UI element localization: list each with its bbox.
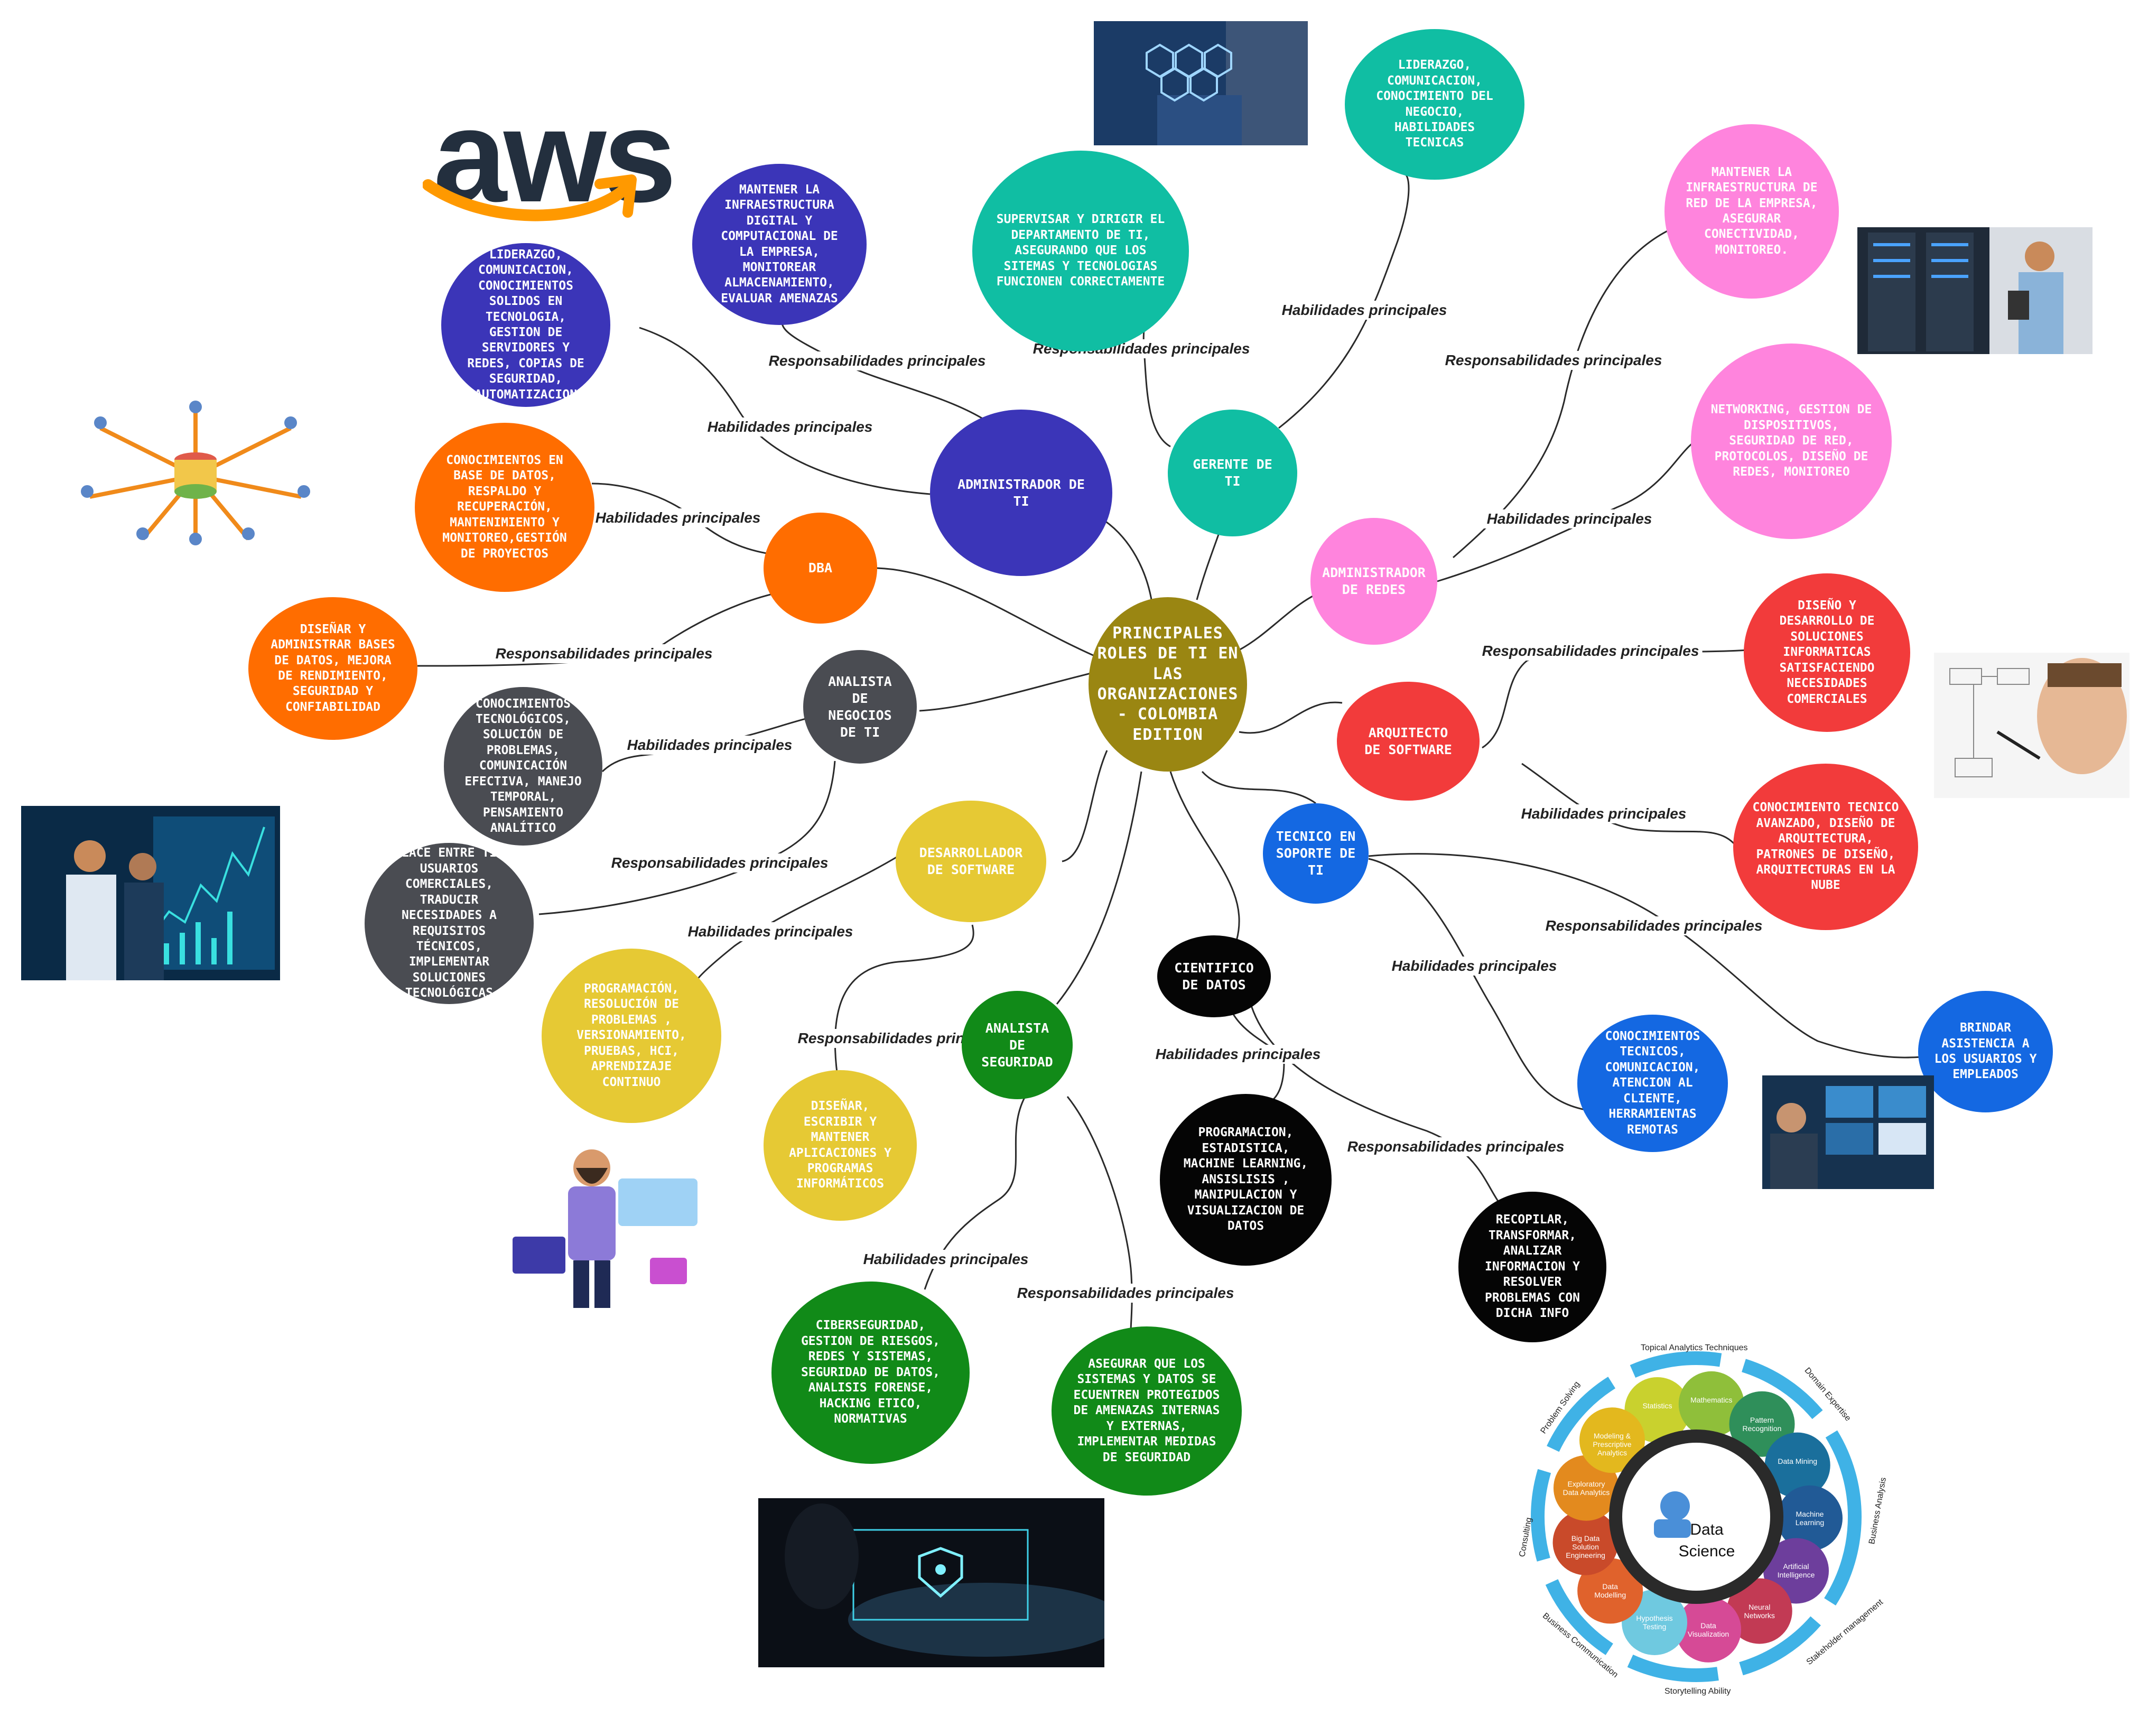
architect-drawing-image bbox=[1934, 653, 2129, 798]
gerente-responsibilities: Supervisar y dirigir el departamento de … bbox=[972, 151, 1189, 351]
admin-responsibilities: Mantener la infraestructura digital y co… bbox=[692, 164, 867, 325]
cient-skills: Programacion, estadistica, machine learn… bbox=[1160, 1094, 1332, 1266]
link-center-dba bbox=[877, 567, 1100, 659]
ds-segment-ball bbox=[1676, 1596, 1742, 1663]
seg-skills: Ciberseguridad, gestion de riesgos, rede… bbox=[771, 1282, 970, 1464]
link-center-cientifico bbox=[1169, 771, 1240, 941]
support-operators-image bbox=[1762, 1075, 1934, 1189]
role-arquitecto-software[interactable]: Arquitecto de software bbox=[1337, 682, 1480, 801]
edge-label-admin-resp: Responsabilidades principales bbox=[765, 351, 989, 370]
role-analista-seguridad[interactable]: Analista de seguridad bbox=[962, 991, 1073, 1099]
edge-label-neg-resp: Responsabilidades principales bbox=[608, 853, 832, 872]
ds-segment-label: Big Data Solution Engineering bbox=[1566, 1534, 1605, 1559]
link-center-admin bbox=[1104, 519, 1153, 603]
redes-skills: Networking, gestion de dispositivos, seg… bbox=[1691, 344, 1892, 539]
ds-segment-label: Artificial Intelligence bbox=[1777, 1562, 1815, 1580]
edge-label-cient-resp: Responsabilidades principales bbox=[1344, 1137, 1568, 1156]
arq-responsibilities: Diseño y desarrollo de soluciones inform… bbox=[1744, 573, 1910, 732]
neg-skills: Conocimientos tecnológicos, solución de … bbox=[444, 687, 602, 846]
soporte-skills: Conocimientos tecnicos, comunicacion, at… bbox=[1577, 1015, 1728, 1152]
ds-segment-label: Machine Learning bbox=[1795, 1509, 1825, 1527]
redes-responsibilities: Mantener la infraestructura de red de la… bbox=[1664, 124, 1839, 299]
edge-label-dba-skills: Habilidades principales bbox=[592, 508, 764, 527]
edge-label-redes-skills: Habilidades principales bbox=[1483, 509, 1656, 528]
cybersecurity-image bbox=[758, 1498, 1104, 1667]
ds-segment-ball bbox=[1777, 1485, 1843, 1551]
ds-outer-4: Storytelling Ability bbox=[1664, 1687, 1731, 1696]
edge-label-arq-skills: Habilidades principales bbox=[1518, 804, 1690, 823]
role-dba[interactable]: DBA bbox=[764, 513, 877, 624]
ds-segment-label: Pattern Recognition bbox=[1742, 1415, 1782, 1433]
ds-outer-0: Topical Analytics Techniques bbox=[1641, 1343, 1748, 1352]
data-science-wheel: Data Science Topical Analytics Technique… bbox=[1501, 1332, 1908, 1702]
ds-segment-label: Modeling & Prescriptive Analytics bbox=[1593, 1432, 1632, 1458]
ds-segment-ball bbox=[1553, 1455, 1619, 1521]
data-science-wheel-graphic bbox=[1531, 1351, 1862, 1682]
arq-skills: Conocimiento tecnico avanzado, diseño de… bbox=[1733, 764, 1918, 930]
link-center-redes bbox=[1239, 593, 1316, 651]
ds-segment-label: Exploratory Data Analytics bbox=[1563, 1479, 1610, 1497]
ds-segment-label: Data Modelling bbox=[1594, 1582, 1626, 1600]
edge-label-redes-resp: Responsabilidades principales bbox=[1442, 351, 1666, 370]
edge-label-seg-resp: Responsabilidades principales bbox=[1013, 1284, 1238, 1303]
edge-label-arq-resp: Responsabilidades principales bbox=[1478, 642, 1703, 661]
ds-segment-label: Hypothesis Testing bbox=[1636, 1613, 1673, 1631]
edge-label-gerente-skills: Habilidades principales bbox=[1278, 301, 1450, 320]
gerente-skills: Liderazgo, comunicacion, conocimiento de… bbox=[1345, 29, 1524, 180]
edge-label-seg-skills: Habilidades principales bbox=[860, 1250, 1032, 1269]
server-room-image bbox=[1857, 227, 2092, 354]
ds-segment-ball bbox=[1726, 1578, 1792, 1644]
link-center-soporte bbox=[1201, 770, 1316, 804]
cient-responsibilities: Recopilar, transformar, analizar informa… bbox=[1458, 1192, 1606, 1342]
role-administrador-ti[interactable]: Administrador de TI bbox=[930, 410, 1112, 576]
business-analytics-image bbox=[21, 806, 280, 980]
edge-label-cient-skills: Habilidades principales bbox=[1152, 1045, 1324, 1064]
role-desarrollador-software[interactable]: Desarrollador de software bbox=[896, 801, 1046, 922]
link-center-desarrollador bbox=[1062, 750, 1108, 862]
ds-segment-ball bbox=[1577, 1558, 1643, 1624]
role-administrador-redes[interactable]: Administrador de redes bbox=[1310, 518, 1437, 645]
role-cientifico-datos[interactable]: Cientifico de datos bbox=[1157, 935, 1271, 1017]
ds-segment-ball bbox=[1579, 1407, 1645, 1473]
admin-skills: Liderazgo, comunicacion, conocimientos s… bbox=[441, 243, 610, 407]
link-center-negocios bbox=[919, 670, 1100, 712]
center-node[interactable]: Principales roles de TI en las organizac… bbox=[1089, 597, 1247, 772]
role-tecnico-soporte[interactable]: Tecnico en soporte de TI bbox=[1263, 803, 1369, 904]
dev-skills: Programación, resolución de problemas , … bbox=[542, 949, 721, 1123]
ds-segment-label: Data Visualization bbox=[1687, 1621, 1729, 1638]
ds-segment-label: Data Mining bbox=[1778, 1456, 1818, 1465]
role-analista-negocios[interactable]: Analista de negocios de TI bbox=[803, 650, 917, 764]
data-science-center-label: Data Science bbox=[1678, 1521, 1735, 1560]
dba-skills: Conocimientos en base de datos, respaldo… bbox=[415, 423, 594, 592]
edge-label-dba-resp: Responsabilidades principales bbox=[492, 644, 716, 663]
edge-label-admin-skills: Habilidades principales bbox=[704, 417, 876, 437]
ds-segment-ball bbox=[1678, 1371, 1744, 1437]
aws-logo: aws bbox=[423, 90, 677, 233]
ds-segment-label: Neural Networks bbox=[1744, 1602, 1775, 1620]
dev-responsibilities: Diseñar, escribir y mantener aplicacione… bbox=[764, 1070, 917, 1221]
ds-segment-label: Mathematics bbox=[1690, 1395, 1733, 1404]
network-hub-image bbox=[58, 391, 333, 560]
aws-smile-icon bbox=[423, 174, 637, 221]
link-center-gerente bbox=[1196, 528, 1222, 600]
edge-label-neg-skills: Habilidades principales bbox=[624, 736, 796, 755]
seg-responsibilities: Asegurar que los sistemas y datos se ecu… bbox=[1052, 1326, 1242, 1496]
soporte-responsibilities: Brindar asistencia a los usuarios y empl… bbox=[1918, 991, 2053, 1112]
neg-responsibilities: Enlace entre TI y usuarios comerciales, … bbox=[365, 843, 534, 1004]
edge-label-soporte-resp: Responsabilidades principales bbox=[1542, 916, 1766, 935]
ds-segment-label: Statistics bbox=[1642, 1401, 1672, 1410]
ds-segment-ball bbox=[1764, 1432, 1830, 1498]
role-gerente-ti[interactable]: Gerente de TI bbox=[1168, 410, 1297, 536]
ds-segment-ball bbox=[1552, 1509, 1619, 1575]
tech-hexagon-image bbox=[1094, 21, 1308, 145]
developer-illustration-image bbox=[476, 1131, 708, 1311]
link-center-seguridad bbox=[1056, 771, 1142, 1005]
edge-label-dev-skills: Habilidades principales bbox=[684, 922, 857, 941]
link-center-arquitecto bbox=[1239, 701, 1343, 734]
aws-logo-text: aws bbox=[433, 82, 677, 229]
dba-responsibilities: Diseñar y administrar bases de datos, me… bbox=[248, 597, 417, 740]
edge-label-soporte-skills: Habilidades principales bbox=[1388, 957, 1560, 976]
